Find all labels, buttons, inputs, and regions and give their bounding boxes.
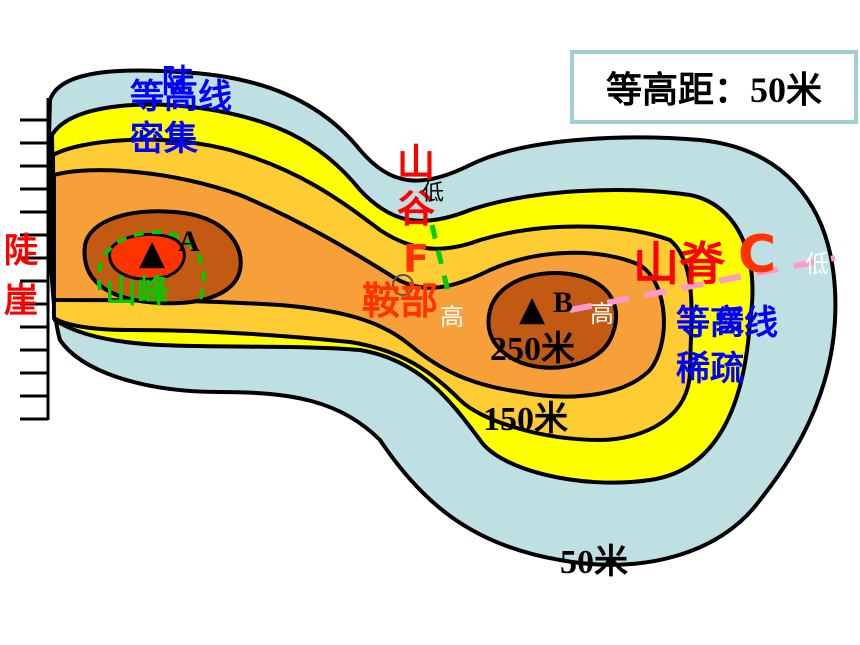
ridge-line [569, 255, 836, 313]
contour-label-150: 150米 [483, 400, 568, 438]
contour-interval-text: 等高距：50米 [605, 70, 822, 110]
valley-point-f: F [403, 237, 429, 281]
cliff-hatching [20, 98, 50, 421]
dense-word-text: 密集 [130, 119, 198, 159]
contour-label-250: 250米 [490, 330, 575, 368]
valley-line [429, 224, 453, 301]
ridge-label: 山脊 [633, 237, 726, 291]
saddle-high-mark: 高 [440, 303, 464, 331]
contour-interval-box: 等高距：50米 [570, 50, 858, 124]
valley-low-mark: 低 [422, 181, 444, 206]
peak-a-highlight [96, 229, 206, 301]
peak-term-label: 山峰 [105, 272, 169, 310]
peak-a-label: A [178, 225, 200, 258]
cliff-label-2: 崖 [4, 281, 38, 321]
valley-label-1: 山 [397, 141, 435, 185]
dense-line-text: 等高线 [130, 77, 232, 117]
sparse-word-text: 稀疏 [676, 349, 744, 389]
saddle-label: 鞍部 [362, 279, 438, 323]
cliff-label-1: 陡 [4, 231, 39, 271]
dense-overlay-text: 陡 [162, 62, 195, 100]
contour-label-50: 50米 [560, 543, 628, 581]
valley-label-2: 谷 [397, 187, 435, 231]
ridge-high-mark: 高 [590, 300, 614, 328]
ridge-low-mark: 低 [805, 250, 829, 278]
sparse-line-text: 等高线 [676, 303, 778, 343]
saddle-marker [392, 274, 414, 296]
ridge-point-c: C [738, 225, 776, 285]
peak-b-label: B [553, 286, 573, 319]
contour-250m-area-b [486, 271, 619, 370]
sparse-overlay-text: 缓 [716, 304, 745, 337]
peak-a-triangle: ▲ [139, 233, 166, 273]
peak-b-triangle: ▲ [519, 289, 546, 329]
